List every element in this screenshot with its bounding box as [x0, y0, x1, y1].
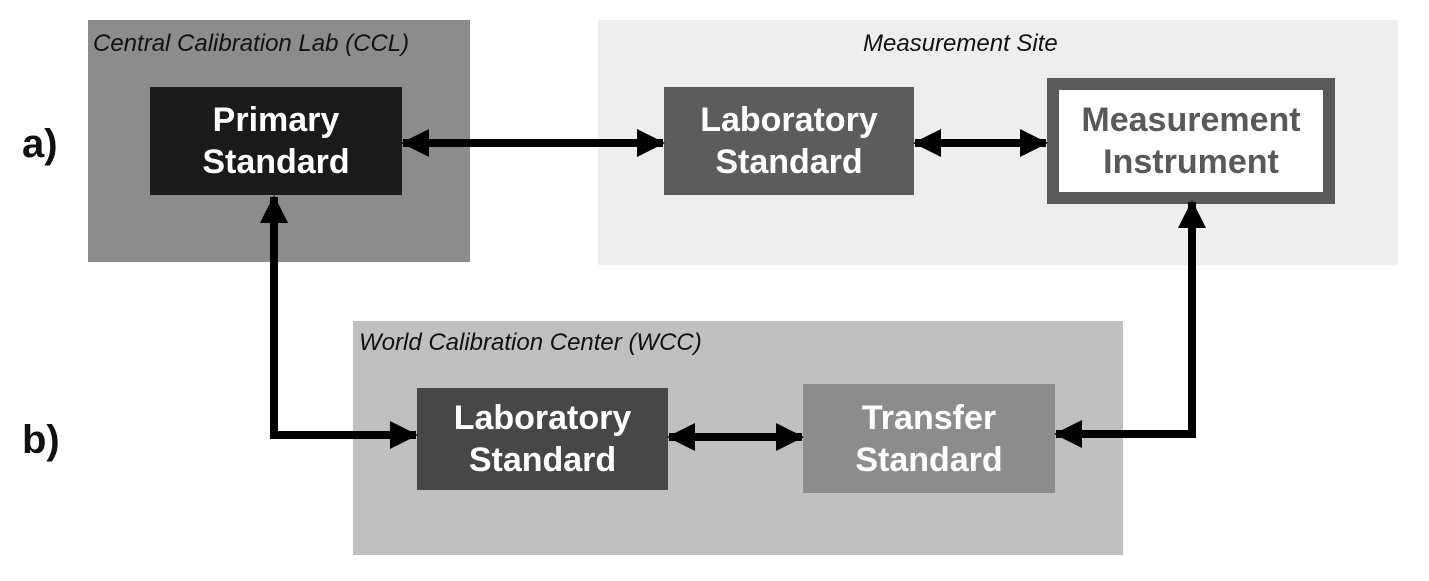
- laboratory-standard-site-line2: Standard: [715, 143, 863, 181]
- laboratory-standard-site-node: Laboratory Standard: [664, 87, 914, 195]
- primary-standard-line1: Primary: [212, 101, 340, 139]
- primary-standard-node: Primary Standard: [150, 87, 402, 195]
- laboratory-standard-site-line1: Laboratory: [700, 101, 878, 139]
- primary-standard-line2: Standard: [202, 143, 350, 181]
- arrow-transfer-to-instrument: [1054, 200, 1206, 448]
- measurement-site-region-title: Measurement Site: [863, 30, 1058, 57]
- laboratory-standard-wcc-line1: Laboratory: [453, 399, 632, 437]
- measurement-instrument-line2: Instrument: [1103, 143, 1279, 181]
- transfer-standard-line1: Transfer: [861, 398, 997, 437]
- laboratory-standard-wcc-line2: Standard: [468, 441, 617, 479]
- row-label-b: b): [22, 418, 60, 462]
- ccl-region-title: Central Calibration Lab (CCL): [93, 30, 410, 57]
- arrow-primary-to-lab-wcc: [260, 195, 418, 449]
- row-label-a: a): [22, 122, 58, 166]
- transfer-standard-line2: Standard: [855, 440, 1003, 479]
- transfer-standard-node: Transfer Standard: [803, 384, 1055, 493]
- laboratory-standard-wcc-node: Laboratory Standard: [417, 388, 668, 490]
- measurement-instrument-line1: Measurement: [1081, 101, 1301, 139]
- measurement-instrument-node: Measurement Instrument: [1047, 78, 1335, 204]
